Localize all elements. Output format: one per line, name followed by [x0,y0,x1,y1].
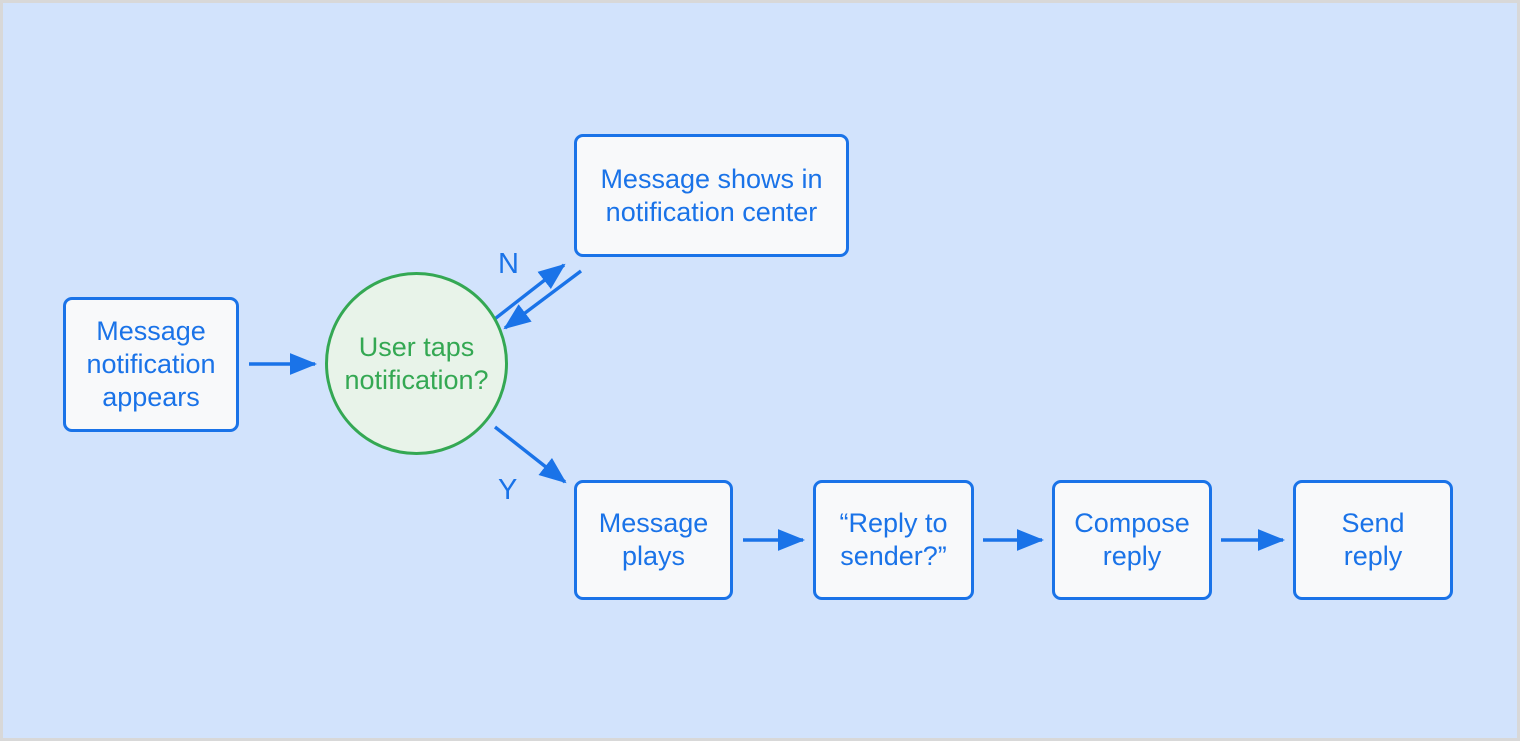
node-compose-reply[interactable]: Compose reply [1052,480,1212,600]
node-line: Message [598,508,709,539]
node-line: Compose [1074,508,1190,539]
node-message-shows-in-notification-center[interactable]: Message shows in notification center [574,134,849,257]
node-line: appears [102,381,200,412]
node-message-notification-appears[interactable]: Message notification appears [63,297,239,432]
node-reply-to-sender[interactable]: “Reply to sender?” [813,480,974,600]
edge-label-no: N [498,248,519,280]
edge-label-yes: Y [498,474,518,506]
node-send-reply[interactable]: Send reply [1293,480,1453,600]
node-line: notification? [344,364,489,395]
node-line: notification [86,349,216,380]
node-line: sender?” [840,541,947,571]
node-user-taps-notification[interactable]: User taps notification? [325,272,508,455]
node-line: Message shows in [600,163,823,194]
node-line: reply [1102,541,1162,571]
node-line: plays [621,541,686,571]
node-line: “Reply to [839,508,948,539]
node-line: Message [96,316,206,347]
node-line: Send [1341,508,1405,539]
node-line: reply [1343,541,1403,571]
node-line: notification center [605,196,818,227]
node-line: User taps [358,331,475,362]
node-message-plays[interactable]: Message plays [574,480,733,600]
